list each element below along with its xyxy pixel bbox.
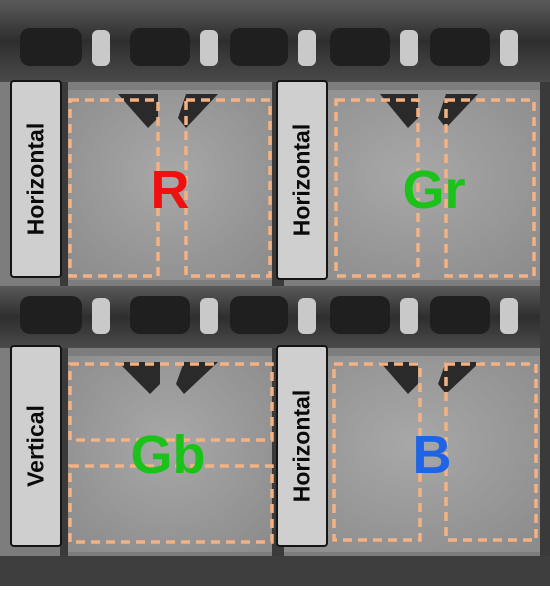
- transfer-gates: [118, 94, 480, 394]
- pd-outline-gr-right: [444, 98, 536, 278]
- orientation-label-gb: Vertical: [10, 345, 62, 547]
- orientation-label-text: Horizontal: [288, 389, 315, 503]
- channel-label-b: B: [412, 425, 452, 485]
- pd-outline-gr-left: [334, 98, 420, 278]
- pd-outline-gb-top: [68, 362, 274, 442]
- pd-outline-b-left: [332, 362, 422, 542]
- channel-label-r: R: [150, 160, 190, 220]
- orientation-label-text: Vertical: [22, 405, 49, 487]
- orientation-label-gr: Horizontal: [276, 80, 328, 280]
- orientation-label-text: Horizontal: [22, 122, 49, 236]
- pd-outline-gb-bottom: [68, 464, 274, 544]
- pd-outline-b-right: [444, 362, 538, 542]
- orientation-label-text: Horizontal: [288, 123, 315, 237]
- bottom-strip: [0, 556, 550, 586]
- orientation-label-b: Horizontal: [276, 345, 328, 547]
- channel-label-gb: Gb: [130, 425, 206, 485]
- photodiode-outlines: [68, 98, 538, 544]
- pd-outline-r-right: [184, 98, 272, 278]
- channel-label-gr: Gr: [402, 160, 466, 220]
- orientation-label-r: Horizontal: [10, 80, 62, 278]
- middle-strip: [0, 286, 550, 348]
- top-strip: [0, 0, 550, 82]
- pd-outline-r-left: [68, 98, 160, 278]
